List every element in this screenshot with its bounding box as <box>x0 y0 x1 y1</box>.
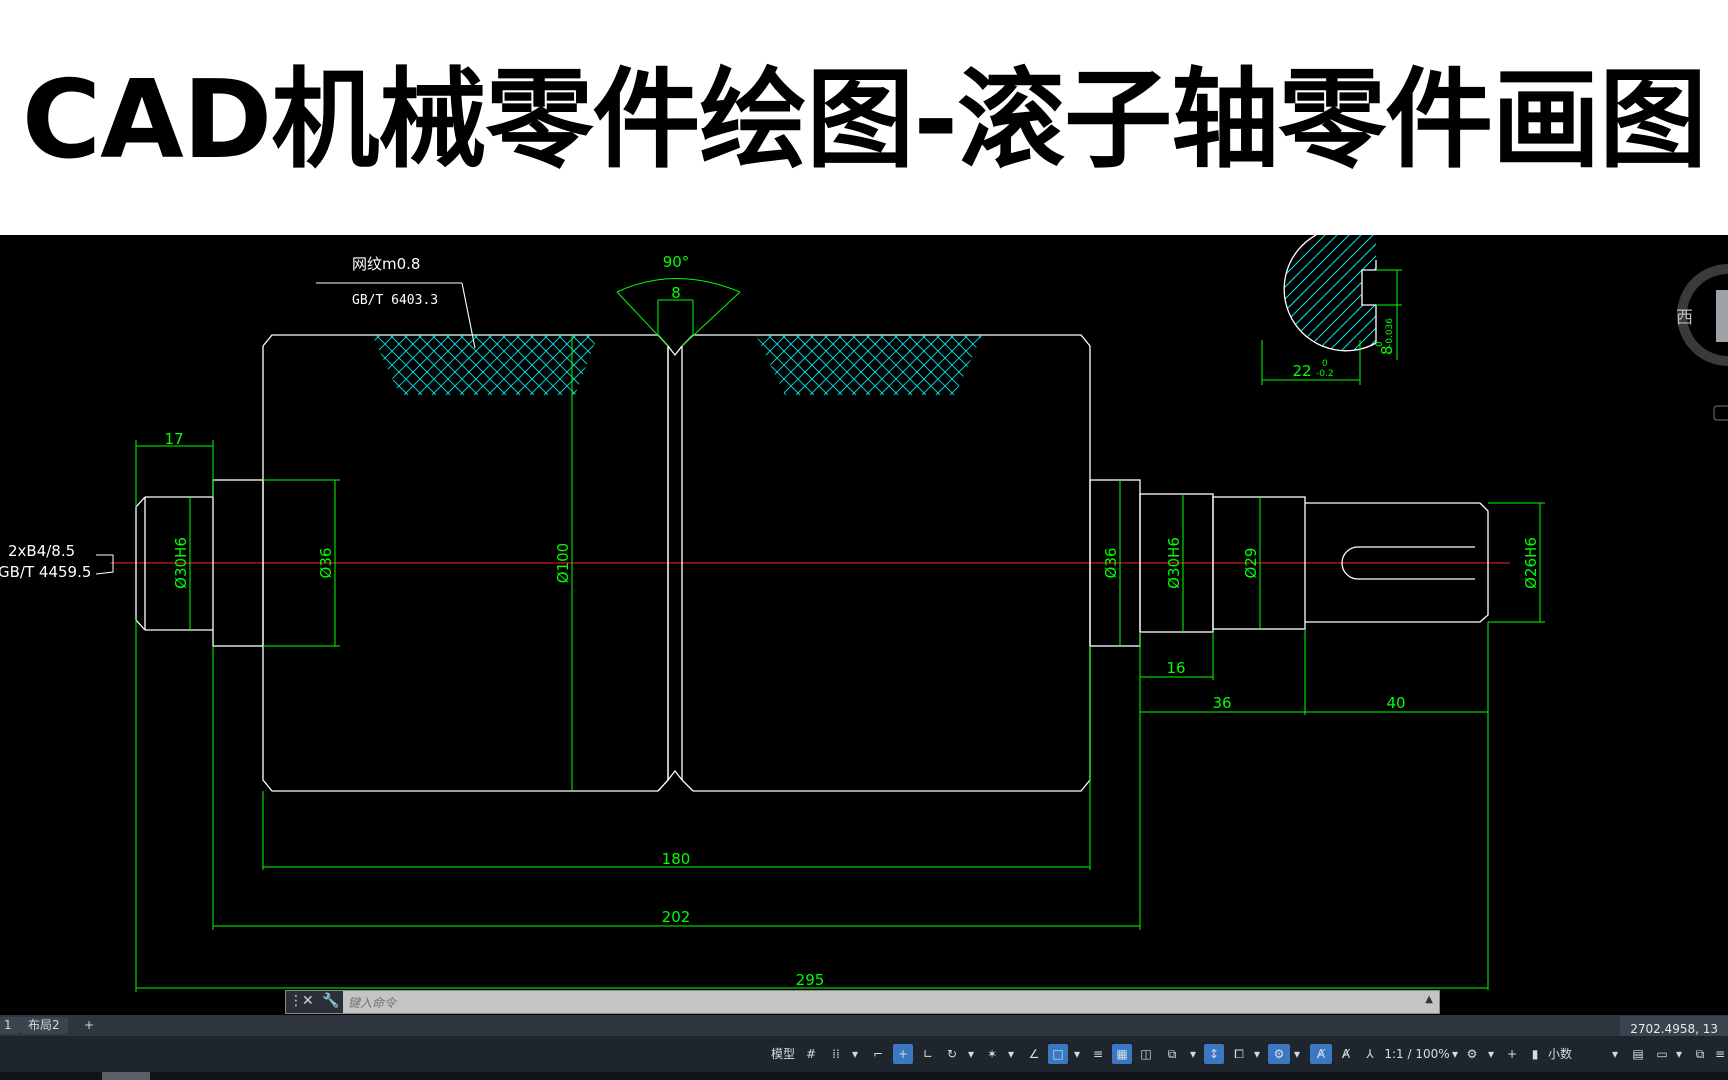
dimension-lines <box>135 278 1545 992</box>
annotation-scale-icon[interactable]: ⅄ <box>1366 1047 1374 1061</box>
knurl-leader <box>95 282 476 575</box>
lineweight-icon[interactable]: ≡ <box>1092 1047 1104 1061</box>
dim-16: 16 <box>1166 659 1185 677</box>
dim-36-right: Ø36 <box>1102 548 1120 579</box>
auto-scale-icon[interactable]: Ⱥ <box>1341 1047 1351 1061</box>
chevron-down-icon[interactable]: ▾ <box>851 1047 859 1061</box>
isodraft-icon[interactable]: ✶ <box>986 1047 998 1061</box>
command-input[interactable] <box>346 992 1410 1014</box>
model-space-button[interactable]: 模型 <box>770 1047 795 1061</box>
chevron-up-icon[interactable]: ▲ <box>1425 994 1433 1005</box>
clean-screen-icon[interactable]: ⧉ <box>1695 1047 1705 1061</box>
section-width-tol-up: 0 <box>1322 359 1328 369</box>
command-line[interactable]: ⋮ ✕ 🔧 ▲ <box>285 990 1440 1014</box>
dim-17: 17 <box>164 430 183 448</box>
layout-tabs-bar: 1 布局2 + <box>0 1015 1728 1036</box>
section-key: 8 <box>1378 345 1396 355</box>
chevron-down-icon[interactable]: ▾ <box>1073 1047 1081 1061</box>
chevron-down-icon[interactable]: ▾ <box>1675 1047 1683 1061</box>
polar-tracking-icon[interactable]: ↻ <box>946 1047 958 1061</box>
object-snap-icon[interactable]: □ <box>1048 1044 1068 1064</box>
infer-constraints-icon[interactable]: ⌐ <box>872 1047 884 1061</box>
viewcube[interactable] <box>1677 264 1728 421</box>
tab-layout2[interactable]: 布局2 <box>20 1017 68 1034</box>
add-layout-button[interactable]: + <box>84 1018 95 1032</box>
chevron-down-icon[interactable]: ▾ <box>967 1047 975 1061</box>
horizontal-scrollbar[interactable] <box>0 1072 1728 1080</box>
object-snap-tracking-icon[interactable]: ∠ <box>1028 1047 1040 1061</box>
transparency-icon[interactable]: ▦ <box>1112 1044 1132 1064</box>
groove-8: 8 <box>671 284 681 302</box>
status-bar: 模型 # ⁞⁞ ▾ ⌐ + ∟ ↻ ▾ ✶ ▾ ∠ □ ▾ ≡ ▦ ◫ ⧉ ▾ … <box>0 1036 1728 1072</box>
center-hole-leader <box>95 554 114 575</box>
dim-100: Ø100 <box>554 543 572 583</box>
dynamic-input-icon[interactable]: + <box>893 1044 913 1064</box>
dim-26h6: Ø26H6 <box>1522 537 1540 589</box>
chevron-down-icon[interactable]: ▾ <box>1253 1047 1261 1061</box>
section-width-tol-low: -0.2 <box>1316 369 1334 379</box>
dim-36-length: 36 <box>1212 694 1231 712</box>
chevron-down-icon[interactable]: ▾ <box>1293 1047 1301 1061</box>
3d-osnap-icon[interactable]: ⧉ <box>1167 1047 1177 1061</box>
center-hole-label: 2xB4/8.5 <box>8 542 75 560</box>
viewcube-west-label: 西 <box>1676 308 1693 328</box>
shaft-outline <box>135 334 1489 792</box>
scale-selector[interactable]: 1:1 / 100% <box>1384 1047 1450 1061</box>
drawing-canvas[interactable]: 17 Ø30H6 Ø36 Ø100 Ø36 Ø30H6 Ø29 Ø26H6 16… <box>0 235 1728 1015</box>
plus-icon[interactable]: + <box>1506 1047 1518 1061</box>
dim-36-left: Ø36 <box>317 548 335 579</box>
gear-icon[interactable]: ⚙ <box>1466 1047 1478 1061</box>
section-view <box>1261 235 1402 385</box>
tab-layout1[interactable]: 1 <box>0 1017 20 1034</box>
chevron-down-icon[interactable]: ▾ <box>1189 1047 1197 1061</box>
dim-30h6-left: Ø30H6 <box>172 537 190 589</box>
chevron-down-icon[interactable]: ▾ <box>1487 1047 1495 1061</box>
section-key-tol-low: -0.036 <box>1385 318 1395 347</box>
workspace-icon[interactable]: ▭ <box>1656 1047 1668 1061</box>
selection-filter-icon[interactable]: ⧠ <box>1234 1047 1244 1061</box>
chevron-down-icon[interactable]: ▾ <box>1451 1047 1459 1061</box>
dim-40: 40 <box>1386 694 1405 712</box>
close-icon[interactable]: ✕ <box>302 993 314 1009</box>
page-title: CAD机械零件绘图-滚子轴零件画图 <box>21 58 1707 183</box>
center-hole-standard: GB/T 4459.5 <box>0 563 91 581</box>
section-width: 22 <box>1292 362 1311 380</box>
dynamic-ucs-icon[interactable]: ↕ <box>1204 1044 1224 1064</box>
snap-icon[interactable]: ⁞⁞ <box>832 1047 840 1061</box>
units-selector[interactable]: 小数 <box>1548 1047 1573 1061</box>
angle-90: 90° <box>663 253 690 271</box>
gizmo-icon[interactable]: ⚙ <box>1268 1044 1290 1064</box>
wrench-icon[interactable]: 🔧 <box>322 993 340 1009</box>
knurl-hatch <box>372 335 982 395</box>
section-key-tol-up: 0 <box>1375 341 1385 347</box>
ortho-icon[interactable]: ∟ <box>922 1047 934 1061</box>
selection-cycling-icon[interactable]: ◫ <box>1140 1047 1152 1061</box>
knurl-label: 网纹m0.8 <box>352 255 420 273</box>
customize-icon[interactable]: ≡ <box>1714 1047 1726 1061</box>
chevron-down-icon[interactable]: ▾ <box>1611 1047 1619 1061</box>
knurl-standard: GB/T 6403.3 <box>352 293 438 308</box>
cad-drawing: 17 Ø30H6 Ø36 Ø100 Ø36 Ø30H6 Ø29 Ø26H6 16… <box>0 235 1728 992</box>
dim-202: 202 <box>662 908 691 926</box>
command-line-controls: ⋮ ✕ 🔧 <box>286 991 343 1013</box>
dim-180: 180 <box>662 850 691 868</box>
units-icon: ▮ <box>1531 1047 1539 1061</box>
dim-295: 295 <box>796 971 825 989</box>
annotation-visibility-icon[interactable]: Ⱥ <box>1310 1044 1332 1064</box>
grid-icon[interactable]: # <box>805 1047 817 1061</box>
dim-30h6-right: Ø30H6 <box>1165 537 1183 589</box>
dim-29: Ø29 <box>1242 548 1260 579</box>
grip-icon[interactable]: ⋮ <box>289 993 303 1009</box>
banner: CAD机械零件绘图-滚子轴零件画图 <box>0 0 1728 235</box>
quick-properties-icon[interactable]: ▤ <box>1632 1047 1644 1061</box>
chevron-down-icon[interactable]: ▾ <box>1007 1047 1015 1061</box>
scrollbar-thumb[interactable] <box>102 1072 150 1080</box>
